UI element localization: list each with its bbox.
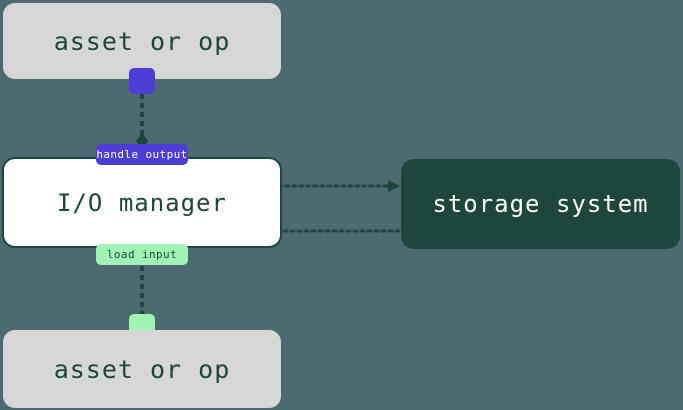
node-label: asset or op [53,354,231,384]
edge-label-load-input[interactable]: load input [96,244,188,265]
node-label: storage system [432,190,649,218]
edge-label-handle-output[interactable]: handle output [96,144,188,165]
edge-write-to-storage-arrowhead [388,180,400,192]
node-label: I/O manager [57,188,227,217]
node-asset-or-op-bottom[interactable]: asset or op [3,330,281,408]
node-asset-or-op-top[interactable]: asset or op [3,3,281,79]
node-storage-system[interactable]: storage system [401,159,680,249]
node-label: asset or op [53,26,231,56]
port-handle-output[interactable] [129,68,155,94]
node-io-manager[interactable]: I/O manager [2,157,282,248]
